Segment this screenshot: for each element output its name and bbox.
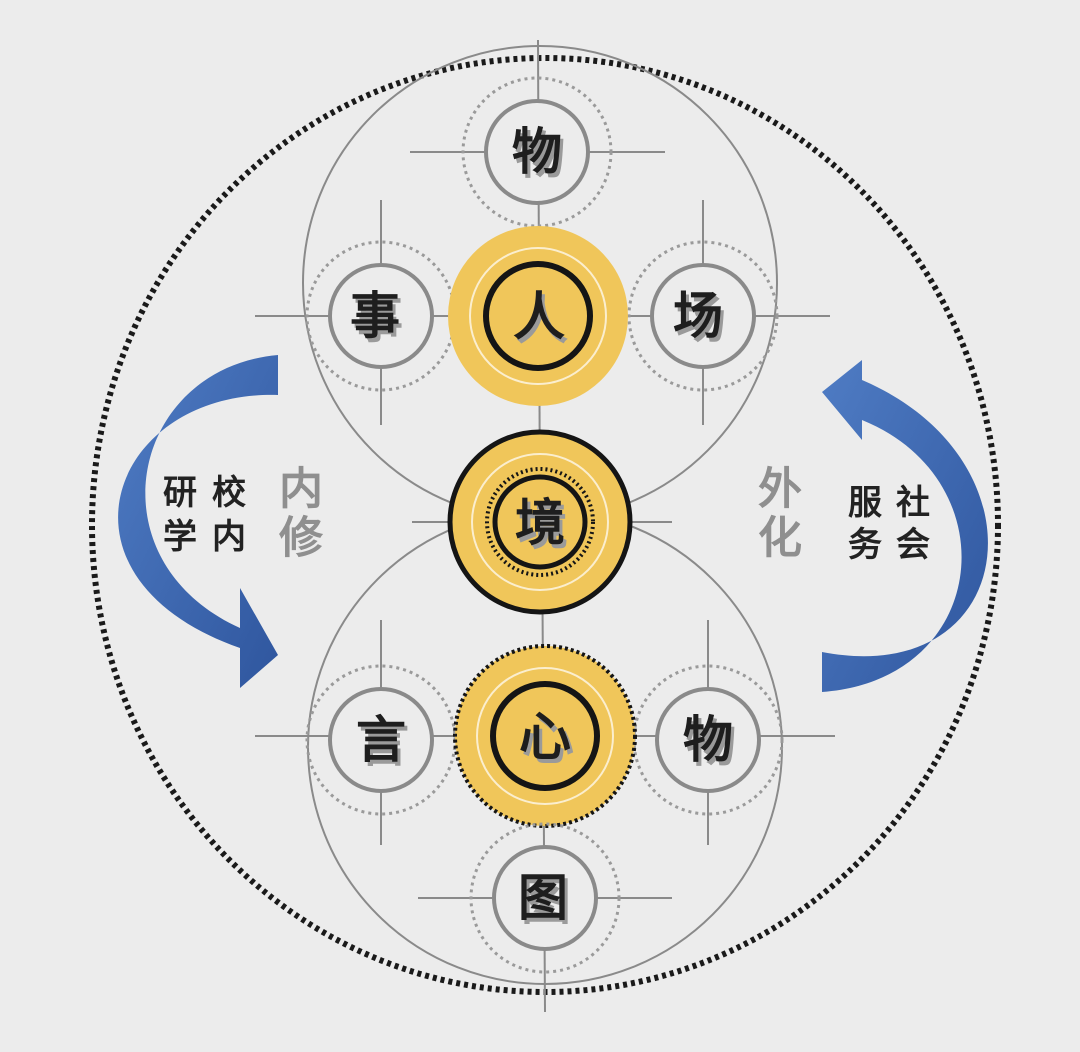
right-small-4: 务 bbox=[848, 525, 882, 565]
curved-arrow-down-icon bbox=[118, 355, 278, 688]
svg-text:物: 物 bbox=[515, 127, 565, 185]
node-shi: 事 事 bbox=[305, 240, 457, 392]
label-tu: 图 bbox=[518, 869, 568, 927]
label-shi: 事 bbox=[350, 287, 400, 345]
left-small-2: 内 bbox=[212, 517, 246, 557]
label-top-wu: 物 bbox=[512, 123, 562, 181]
left-small-4: 学 bbox=[163, 517, 197, 557]
node-yan: 言 言 bbox=[305, 664, 457, 816]
svg-text:事: 事 bbox=[353, 291, 403, 349]
node-xin: 心 心 bbox=[453, 644, 637, 828]
left-small-1: 校 bbox=[212, 473, 246, 513]
left-label-group: 内 修 校 内 研 学 bbox=[163, 464, 324, 564]
left-big-2: 修 bbox=[279, 513, 324, 564]
svg-text:言: 言 bbox=[359, 715, 409, 773]
left-big-1: 内 bbox=[279, 464, 323, 515]
right-label-group: 外 化 社 会 服 务 bbox=[758, 464, 930, 566]
right-big-2: 化 bbox=[758, 513, 802, 564]
right-big-1: 外 bbox=[758, 464, 802, 515]
node-top-wu: 物 物 bbox=[461, 76, 613, 228]
node-tu: 图 图 bbox=[469, 822, 621, 974]
right-small-3: 服 bbox=[848, 483, 882, 523]
label-chang: 场 bbox=[673, 287, 723, 345]
label-yan: 言 bbox=[356, 711, 406, 769]
svg-text:物: 物 bbox=[686, 715, 736, 773]
left-small-3: 研 bbox=[163, 473, 197, 513]
node-chang: 场 场 bbox=[627, 240, 779, 392]
node-jing: 境 境 bbox=[447, 429, 633, 615]
svg-text:场: 场 bbox=[676, 291, 726, 349]
svg-text:图: 图 bbox=[521, 873, 571, 931]
node-ren: 人 人 bbox=[448, 226, 628, 406]
curved-arrow-up-icon bbox=[822, 360, 988, 692]
right-small-2: 会 bbox=[896, 525, 930, 565]
label-bottom-wu: 物 bbox=[683, 711, 733, 769]
svg-text:境: 境 bbox=[518, 498, 568, 556]
label-ren: 人 bbox=[513, 288, 565, 348]
label-xin: 心 bbox=[519, 708, 571, 768]
svg-text:心: 心 bbox=[522, 712, 574, 772]
node-bottom-wu: 物 物 bbox=[632, 664, 784, 816]
right-small-1: 社 bbox=[896, 483, 930, 523]
svg-text:人: 人 bbox=[516, 292, 568, 352]
label-jing: 境 bbox=[515, 494, 565, 552]
